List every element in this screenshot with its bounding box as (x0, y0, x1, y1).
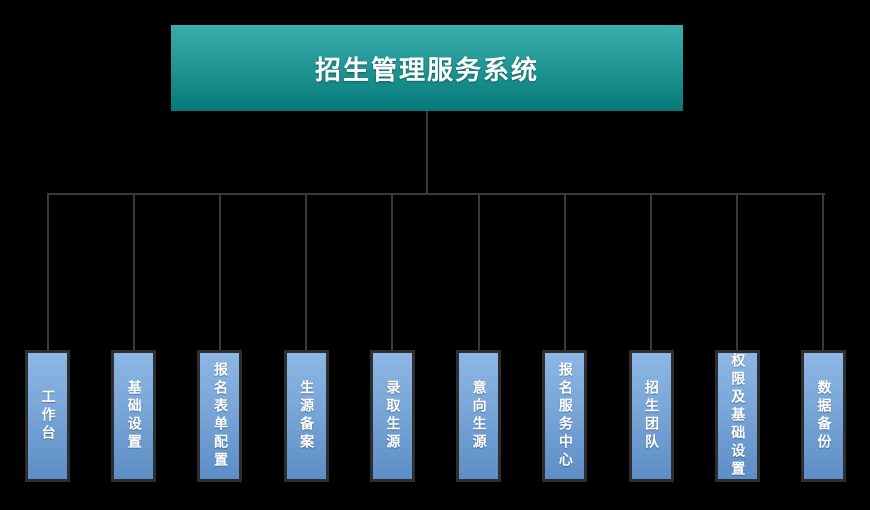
leaf-node: 生源备案 (283, 350, 329, 482)
leaf-node: 权限及基础设置 (714, 350, 760, 482)
leaf-node-label: 招生团队 (643, 380, 660, 452)
leaf-column: 意向生源 (456, 195, 502, 482)
leaf-node: 基础设置 (111, 350, 157, 482)
leaf-node: 工作台 (25, 350, 70, 482)
root-node: 招生管理服务系统 (171, 25, 683, 111)
leaf-node: 报名服务中心 (542, 350, 588, 482)
leaf-node: 录取生源 (369, 350, 415, 482)
connector-stem (426, 111, 428, 195)
connector-drop-line (736, 195, 739, 350)
leaf-node-label: 生源备案 (298, 380, 315, 452)
connector-drop-line (477, 195, 480, 350)
leaf-column: 生源备案 (283, 195, 329, 482)
leaf-column: 招生团队 (628, 195, 674, 482)
leaf-column: 基础设置 (111, 195, 157, 482)
leaf-node-label: 数据备份 (815, 380, 832, 452)
leaf-node-label: 权限及基础设置 (729, 353, 746, 479)
leaf-node-label: 报名表单配置 (211, 362, 228, 470)
leaf-column: 数据备份 (800, 195, 846, 482)
leaf-row: 工作台 基础设置 报名表单配置 生源备案 录取生源 (25, 195, 846, 482)
leaf-node: 报名表单配置 (197, 350, 243, 482)
leaf-node-label: 录取生源 (384, 380, 401, 452)
connector-drop-line (218, 195, 221, 350)
leaf-node-label: 工作台 (39, 389, 56, 443)
connector-drop-line (46, 195, 49, 350)
leaf-column: 报名表单配置 (197, 195, 243, 482)
leaf-node: 数据备份 (800, 350, 846, 482)
leaf-column: 工作台 (25, 195, 70, 482)
root-node-title: 招生管理服务系统 (314, 55, 539, 86)
leaf-node: 招生团队 (628, 350, 674, 482)
connector-drop-line (822, 195, 825, 350)
leaf-column: 权限及基础设置 (714, 195, 760, 482)
connector-drop-line (650, 195, 653, 350)
connector-drop-line (563, 195, 566, 350)
leaf-node: 意向生源 (456, 350, 502, 482)
connector-drop-line (132, 195, 135, 350)
connector-drop-line (391, 195, 394, 350)
leaf-node-label: 意向生源 (470, 380, 487, 452)
leaf-node-label: 基础设置 (125, 380, 142, 452)
connector-horizontal-line (47, 193, 825, 195)
leaf-column: 报名服务中心 (542, 195, 588, 482)
leaf-column: 录取生源 (369, 195, 415, 482)
connector-drop-line (305, 195, 308, 350)
leaf-node-label: 报名服务中心 (556, 362, 573, 470)
